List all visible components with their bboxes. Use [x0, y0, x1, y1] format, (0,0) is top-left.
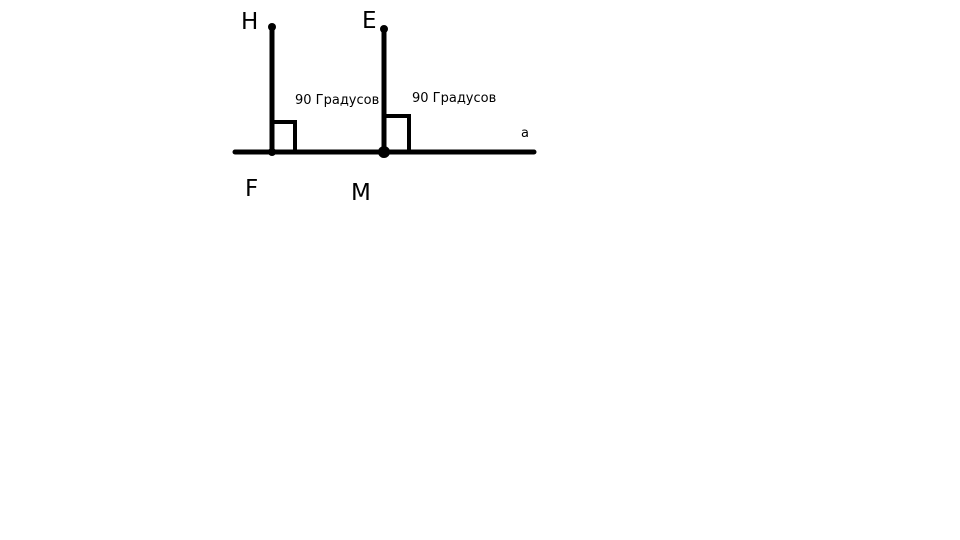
label-f: F	[245, 176, 258, 202]
label-line-a: a	[521, 126, 529, 141]
point-e-dot	[380, 25, 388, 33]
angle-label-right: 90 Градусов	[412, 91, 496, 106]
right-angle-mark-m	[384, 114, 411, 152]
point-f-dot	[268, 148, 276, 156]
point-h-dot	[268, 23, 276, 31]
label-m: M	[351, 180, 371, 206]
point-m-dot	[378, 146, 390, 158]
label-h: H	[241, 9, 258, 35]
label-e: E	[362, 8, 377, 34]
angle-label-left: 90 Градусов	[295, 93, 379, 108]
right-angle-mark-f	[272, 120, 297, 152]
